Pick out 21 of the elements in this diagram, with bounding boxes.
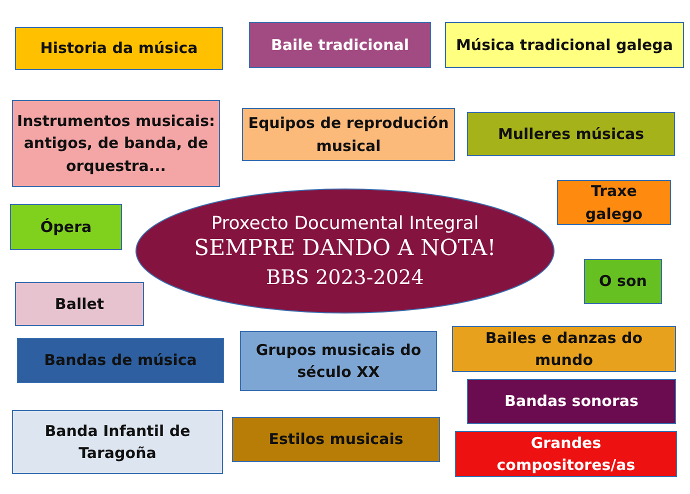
topic-box: Historia da música	[15, 27, 223, 70]
topic-box: Instrumentos musicais: antigos, de banda, de orquestra...	[12, 100, 220, 187]
topic-box: Mulleres músicas	[467, 112, 675, 156]
topic-box: Ópera	[10, 204, 122, 250]
title-ellipse	[135, 188, 555, 314]
topic-box: Baile tradicional	[249, 22, 431, 68]
school-year: BBS 2023-2024	[266, 264, 424, 290]
topic-box: Ballet	[15, 282, 144, 326]
topic-box: O son	[584, 259, 662, 304]
project-subtitle: Proxecto Documental Integral	[211, 212, 479, 236]
topic-box: Traxe galego	[557, 180, 671, 225]
topic-box: Música tradicional galega	[445, 22, 684, 68]
project-title: SEMPRE DANDO A NOTA!	[194, 235, 496, 264]
topic-box: Bandas sonoras	[467, 379, 676, 424]
topic-box: Banda Infantil de Taragoña	[12, 410, 223, 474]
topic-box: Equipos de reprodución musical	[242, 108, 455, 161]
topic-box: Grupos musicais do século XX	[240, 331, 437, 391]
topic-box: Bandas de música	[17, 338, 224, 383]
topic-box: Grandes compositores/as	[455, 431, 677, 477]
topic-box: Bailes e danzas do mundo	[452, 326, 676, 372]
topic-box: Estilos musicais	[232, 417, 440, 462]
